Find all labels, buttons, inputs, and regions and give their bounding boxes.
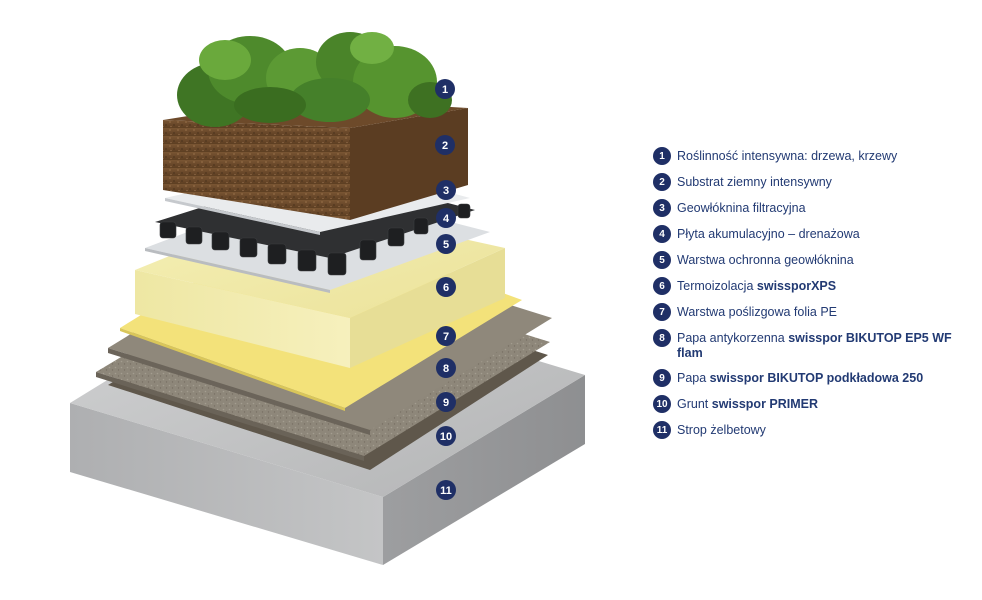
svg-text:10: 10 [440, 431, 452, 443]
number-badge: 7 [653, 303, 671, 321]
marker-8: 8 [436, 358, 456, 378]
number-badge: 11 [653, 421, 671, 439]
svg-text:5: 5 [443, 239, 449, 251]
number-badge: 8 [653, 329, 671, 347]
marker-7: 7 [436, 326, 456, 346]
number-badge: 1 [653, 147, 671, 165]
marker-1: 1 [435, 79, 455, 99]
marker-3: 3 [436, 180, 456, 200]
svg-text:3: 3 [443, 185, 449, 197]
svg-text:6: 6 [443, 282, 449, 294]
svg-text:2: 2 [442, 140, 448, 152]
svg-text:11: 11 [440, 485, 452, 497]
svg-text:1: 1 [442, 84, 448, 96]
marker-9: 9 [436, 392, 456, 412]
marker-2: 2 [435, 135, 455, 155]
number-badge: 9 [653, 369, 671, 387]
number-badge: 10 [653, 395, 671, 413]
svg-text:4: 4 [443, 213, 450, 225]
marker-10: 10 [436, 426, 456, 446]
marker-5: 5 [436, 234, 456, 254]
number-badge: 2 [653, 173, 671, 191]
svg-text:9: 9 [443, 397, 449, 409]
number-badge: 4 [653, 225, 671, 243]
marker-11: 11 [436, 480, 456, 500]
marker-6: 6 [436, 277, 456, 297]
number-badge: 6 [653, 277, 671, 295]
number-badge: 3 [653, 199, 671, 217]
roof-layers-diagram: 1 2 3 4 5 6 7 8 9 10 11 [70, 32, 585, 565]
svg-text:7: 7 [443, 331, 449, 343]
layer-vegetation [177, 32, 452, 127]
svg-text:8: 8 [443, 363, 449, 375]
marker-4: 4 [436, 208, 456, 228]
number-badge: 5 [653, 251, 671, 269]
